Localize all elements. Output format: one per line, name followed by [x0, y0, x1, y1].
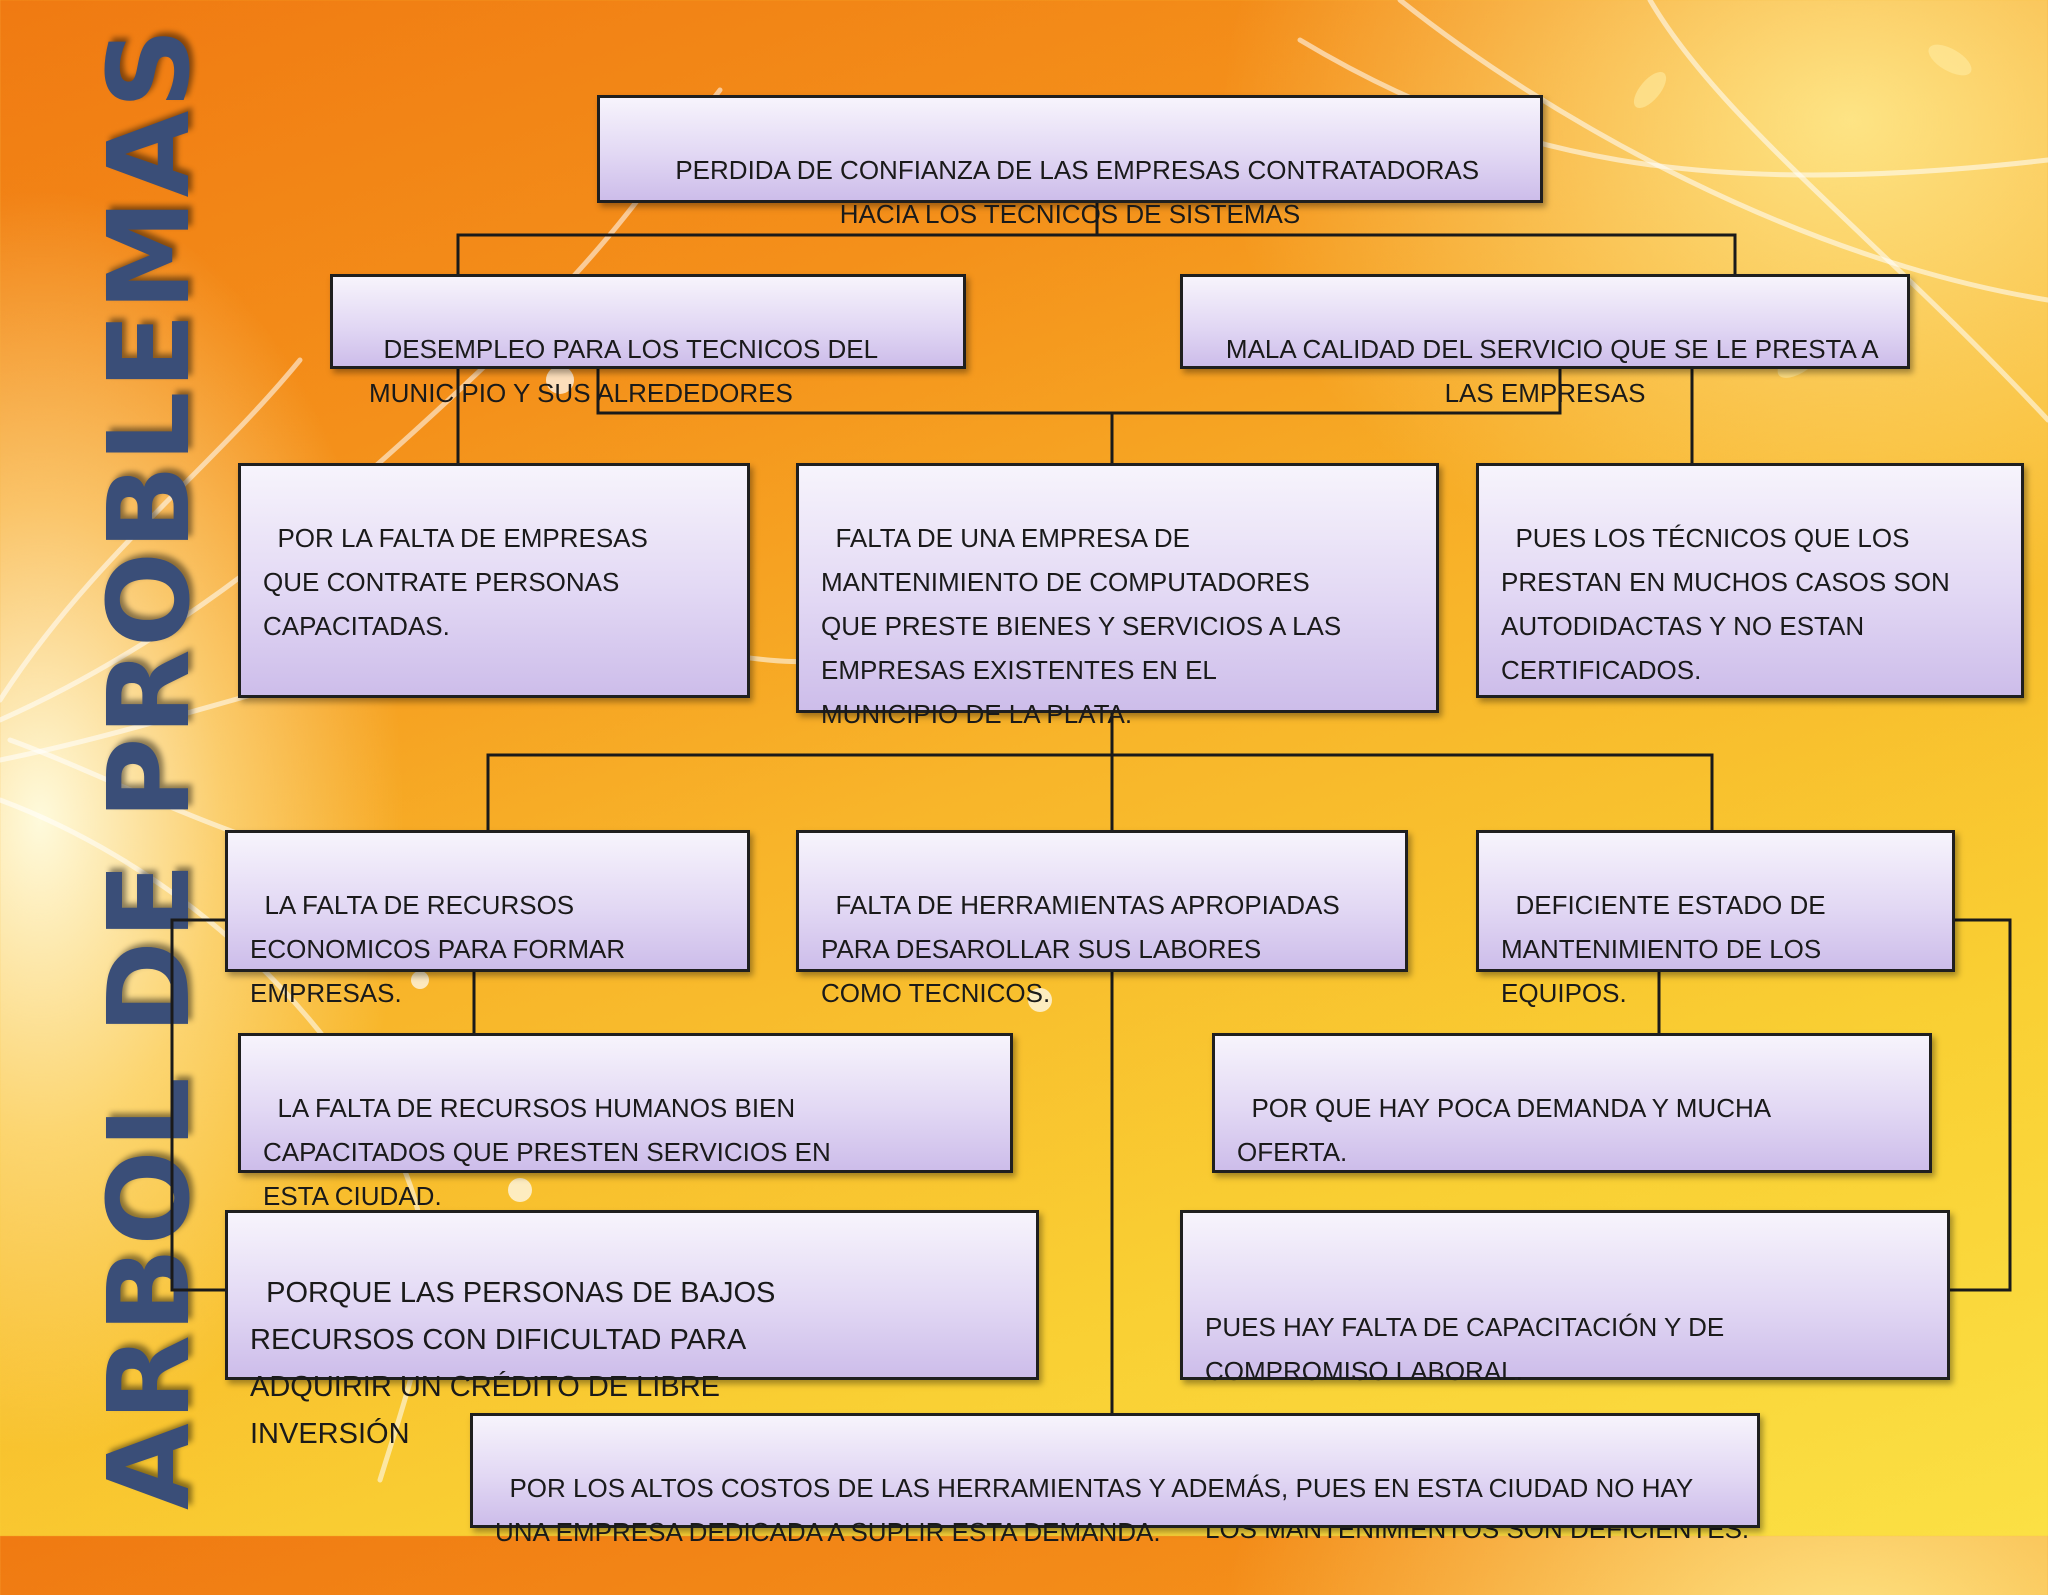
sub-cause-center-box: FALTA DE HERRAMIENTAS APROPIADAS PARA DE…: [796, 830, 1408, 1008]
root-demanda-box: POR QUE HAY POCA DEMANDA Y MUCHA OFERTA.: [1212, 1033, 1932, 1173]
connector-main-left: [456, 203, 1099, 274]
connector-center-sub-left: [486, 753, 1112, 830]
connector-sub-right-capacitacion: [1950, 918, 2012, 1292]
connector-sub-left-personas: [170, 918, 225, 1292]
root-capacitacion-text-1: PUES HAY FALTA DE CAPACITACIÓN Y DE COMP…: [1205, 1312, 1732, 1386]
connector-effect-left-cause-center: [596, 369, 1562, 415]
effect-left-text: DESEMPLEO PARA LOS TECNICOS DEL MUNICIPI…: [369, 334, 885, 408]
root-humanos-text: LA FALTA DE RECURSOS HUMANOS BIEN CAPACI…: [263, 1093, 839, 1211]
sub-cause-center-text: FALTA DE HERRAMIENTAS APROPIADAS PARA DE…: [821, 890, 1347, 1008]
root-costos-box: POR LOS ALTOS COSTOS DE LAS HERRAMIENTAS…: [470, 1413, 1760, 1547]
root-demanda-text: POR QUE HAY POCA DEMANDA Y MUCHA OFERTA.: [1237, 1093, 1777, 1167]
connector-center-sub-right: [1112, 753, 1714, 830]
main-problem-text: PERDIDA DE CONFIANZA DE LAS EMPRESAS CON…: [675, 155, 1487, 229]
root-personas-text: PORQUE LAS PERSONAS DE BAJOS RECURSOS CO…: [250, 1277, 784, 1450]
cause-right-text: PUES LOS TÉCNICOS QUE LOS PRESTAN EN MUC…: [1501, 523, 1956, 685]
root-personas-box: PORQUE LAS PERSONAS DE BAJOS RECURSOS CO…: [225, 1210, 1039, 1450]
effect-right-box: MALA CALIDAD DEL SERVICIO QUE SE LE PRES…: [1180, 274, 1910, 408]
cause-center-text: FALTA DE UNA EMPRESA DE MANTENIMIENTO DE…: [821, 523, 1349, 729]
cause-left-text: POR LA FALTA DE EMPRESAS QUE CONTRATE PE…: [263, 523, 656, 641]
effect-right-text: MALA CALIDAD DEL SERVICIO QUE SE LE PRES…: [1225, 334, 1886, 408]
effect-left-box: DESEMPLEO PARA LOS TECNICOS DEL MUNICIPI…: [330, 274, 966, 408]
cause-center-box: FALTA DE UNA EMPRESA DE MANTENIMIENTO DE…: [796, 463, 1439, 729]
cause-left-box: POR LA FALTA DE EMPRESAS QUE CONTRATE PE…: [238, 463, 750, 698]
root-capacitacion-box: PUES HAY FALTA DE CAPACITACIÓN Y DE COMP…: [1180, 1210, 1950, 1544]
background-decoration: [1633, 44, 1972, 534]
cause-right-box: PUES LOS TÉCNICOS QUE LOS PRESTAN EN MUC…: [1476, 463, 2024, 698]
sub-cause-left-text: LA FALTA DE RECURSOS ECONOMICOS PARA FOR…: [250, 890, 633, 1008]
sub-cause-right-box: DEFICIENTE ESTADO DE MANTENIMIENTO DE LO…: [1476, 830, 1955, 1008]
sub-cause-right-text: DEFICIENTE ESTADO DE MANTENIMIENTO DE LO…: [1501, 890, 1833, 1008]
main-problem-box: PERDIDA DE CONFIANZA DE LAS EMPRESAS CON…: [597, 95, 1543, 229]
connector-main-right: [1097, 233, 1737, 274]
root-humanos-box: LA FALTA DE RECURSOS HUMANOS BIEN CAPACI…: [238, 1033, 1013, 1211]
sub-cause-left-box: LA FALTA DE RECURSOS ECONOMICOS PARA FOR…: [225, 830, 750, 1008]
connector-lines: [170, 203, 2012, 1413]
